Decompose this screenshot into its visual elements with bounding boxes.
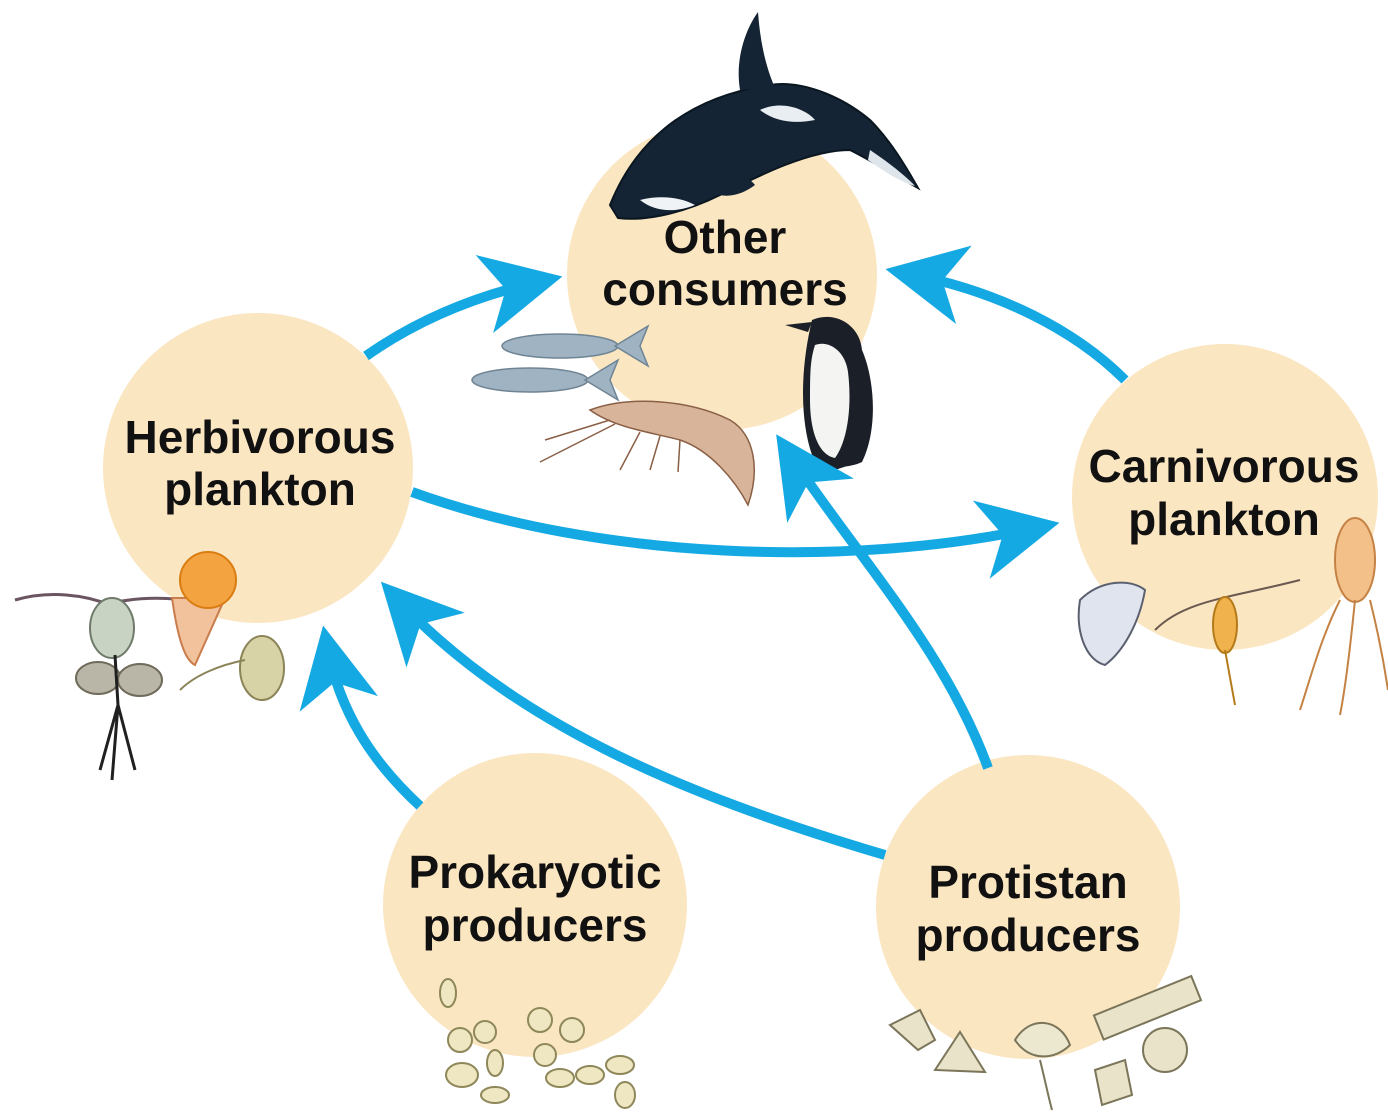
herbivorous-plankton-label-line2: plankton <box>164 463 356 515</box>
arrow-prokaryotic-to-herbivorous <box>328 650 420 806</box>
herbivorous-plankton-label-line1: Herbivorous <box>125 411 396 463</box>
larva-icon <box>1079 583 1145 665</box>
arrow-carnivorous-to-other <box>910 274 1125 380</box>
prokaryotic-producers-label-line2: producers <box>423 899 648 951</box>
copepod-icon <box>15 595 200 780</box>
krill-icon <box>540 401 754 505</box>
protistan-producers-label-line1: Protistan <box>928 856 1127 908</box>
dinoflagellate-icon <box>1015 1023 1070 1110</box>
other-consumers-label-line2: consumers <box>602 263 847 315</box>
carnivorous-plankton-label-line1: Carnivorous <box>1089 440 1360 492</box>
arrow-herbivorous-to-carnivorous <box>412 492 1035 552</box>
other-consumers-label-line1: Other <box>664 211 787 263</box>
carnivorous-plankton-label-line2: plankton <box>1128 493 1320 545</box>
arrow-protistan-to-other <box>790 455 988 768</box>
prokaryotic-producers-label-line1: Prokaryotic <box>408 846 661 898</box>
protistan-producers-label-line2: producers <box>916 909 1141 961</box>
